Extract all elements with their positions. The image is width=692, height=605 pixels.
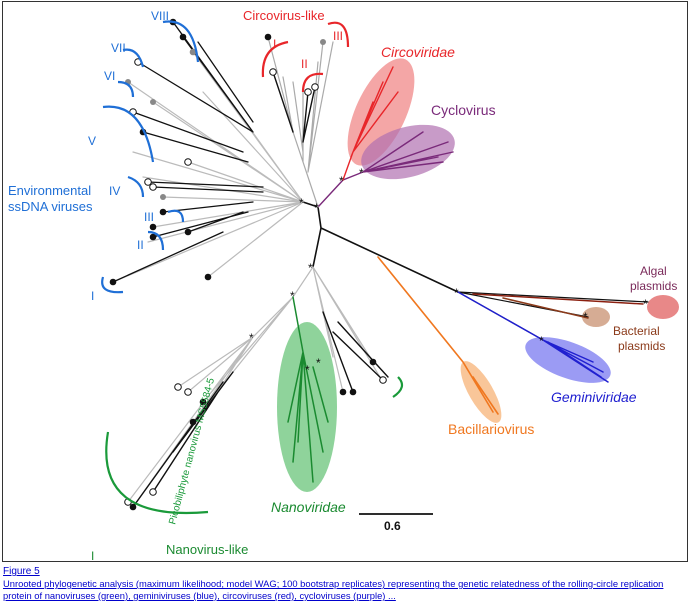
svg-text:*: * [308,261,313,275]
circoviridae-highlight [347,58,415,166]
label-env-VIII: VIII [151,9,169,23]
label-geminiviridae: Geminiviridae [551,389,637,405]
label-nano-I: I [91,549,94,563]
clade-brackets [101,20,404,515]
label-env-IV: IV [109,184,120,198]
algal-plasmids-highlight [647,295,679,319]
label-circoviridae: Circoviridae [381,44,455,60]
label-circovirus-like: Circovirus-like [243,8,325,23]
tree-svg: **** **** ***** Circovirus-like I II III… [8,8,679,563]
svg-text:*: * [539,334,544,348]
label-ssdna-viruses: ssDNA viruses [8,199,93,214]
label-env-III: III [144,210,154,224]
svg-text:*: * [299,196,304,210]
svg-text:*: * [454,286,459,300]
label-cyclovirus: Cyclovirus [431,102,496,118]
clade-labels: Circovirus-like I II III Circoviridae Cy… [8,8,677,563]
tree-branches [112,21,649,508]
cyclovirus-highlight [361,124,455,180]
label-algal-plasmids: plasmids [630,279,677,293]
label-nanoviridae: Nanoviridae [271,499,346,515]
svg-text:*: * [339,174,344,188]
svg-text:*: * [249,331,254,345]
label-environmental: Environmental [8,183,91,198]
geminiviridae-highlight [525,337,611,383]
figure-caption-link[interactable]: Unrooted phylogenetic analysis (maximum … [3,578,664,601]
label-circo-I: I [273,37,276,51]
svg-text:*: * [583,310,588,324]
label-env-I: I [91,289,94,303]
label-bacterial: Bacterial [613,324,660,338]
label-circo-III: III [333,29,343,43]
svg-text:*: * [359,166,364,180]
figure-link[interactable]: Figure 5 [3,566,40,577]
label-circo-II: II [301,57,308,71]
label-env-V: V [88,134,96,148]
svg-text:*: * [643,297,648,311]
bootstrap-asterisks: * * * * * * * * * * * * * [249,166,648,377]
label-env-VII: VII [111,41,126,55]
label-picobiliphyte: Picobiliphyte nanovirus MS5584-5 [167,376,217,525]
label-algal: Algal [640,264,667,278]
label-env-VI: VI [104,69,115,83]
bacterial-plasmids-highlight [582,307,610,327]
label-env-II: II [137,238,144,252]
scale-bar-label: 0.6 [384,519,401,533]
svg-text:*: * [316,356,321,370]
scale-bar: 0.6 [359,513,433,533]
label-bacillariovirus: Bacillariovirus [448,421,534,437]
label-nanovirus-like: Nanovirus-like [166,542,248,557]
svg-text:*: * [314,201,319,215]
svg-text:*: * [290,289,295,303]
label-bacterial-plasmids: plasmids [618,339,665,353]
svg-text:*: * [305,363,310,377]
phylogenetic-tree-figure: **** **** ***** Circovirus-like I II III… [2,1,688,563]
